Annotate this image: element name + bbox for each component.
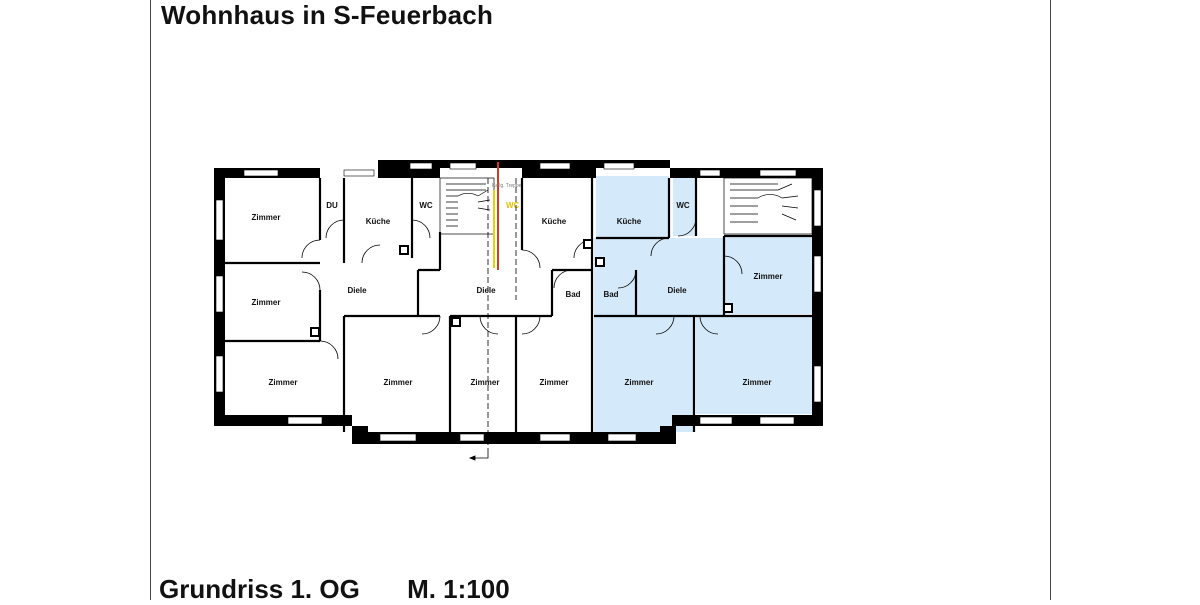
label-zimmer-se: Zimmer xyxy=(743,378,772,387)
label-diele-stair: Diele xyxy=(476,286,496,295)
label-bad-2: Bad xyxy=(603,290,618,299)
label-zimmer-w: Zimmer xyxy=(252,298,281,307)
highlight-zimmer-s4 xyxy=(594,316,694,432)
shafts xyxy=(310,239,733,337)
label-kueche-3: Küche xyxy=(617,217,642,226)
label-zimmer-s3: Zimmer xyxy=(540,378,569,387)
drawing-title: Wohnhaus in S-Feuerbach xyxy=(161,0,494,30)
label-kueche-1: Küche xyxy=(366,217,391,226)
room-labels: Zimmer Zimmer Zimmer DU Küche WC Diele Z… xyxy=(252,201,783,387)
highlight-zimmer-e xyxy=(724,236,812,314)
stair-wc-marker: WC xyxy=(506,201,520,210)
label-kueche-2: Küche xyxy=(542,217,567,226)
label-wc-1: WC xyxy=(419,201,433,210)
staircase-left xyxy=(439,177,495,235)
highlight-diele-bad xyxy=(594,238,724,316)
label-bad-1: Bad xyxy=(565,290,580,299)
windows xyxy=(215,162,822,442)
label-diele-1: Diele xyxy=(347,286,367,295)
label-zimmer-s4: Zimmer xyxy=(625,378,654,387)
highlighted-apartment xyxy=(594,176,812,432)
plan-name: Grundriss 1. OG xyxy=(159,574,360,604)
highlight-zimmer-se xyxy=(696,316,812,414)
section-axis xyxy=(468,178,517,461)
label-zimmer-s1: Zimmer xyxy=(384,378,413,387)
label-zimmer-e: Zimmer xyxy=(754,272,783,281)
highlight-wc xyxy=(673,176,697,236)
frame-right-line xyxy=(1050,0,1051,600)
door-swings xyxy=(301,217,743,360)
label-zimmer-nw: Zimmer xyxy=(252,213,281,222)
label-zimmer-sw: Zimmer xyxy=(269,378,298,387)
label-wc-2: WC xyxy=(676,201,690,210)
label-zimmer-s2: Zimmer xyxy=(471,378,500,387)
stair-note: Kellg. Treppe xyxy=(492,183,522,189)
highlight-kueche xyxy=(596,176,669,238)
staircase-right xyxy=(723,177,813,235)
plan-scale: M. 1:100 xyxy=(407,574,510,604)
frame-left-line xyxy=(150,0,151,600)
label-diele-2: Diele xyxy=(667,286,687,295)
interior-walls xyxy=(225,178,812,432)
label-du: DU xyxy=(326,201,338,210)
drawing-footer: Grundriss 1. OG M. 1:100 xyxy=(159,574,510,605)
